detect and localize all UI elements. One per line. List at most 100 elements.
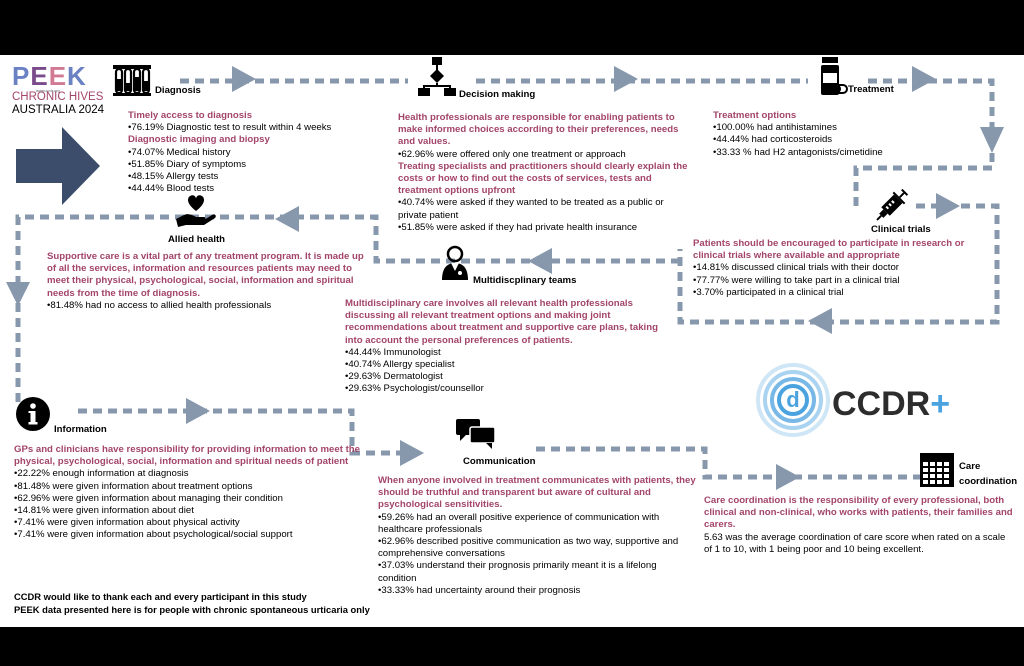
arrow-right-2 xyxy=(614,66,638,92)
stat-item: •51.85% Diary of symptoms xyxy=(128,158,246,170)
arrow-right-7 xyxy=(776,464,800,490)
stage-label-communication: Communication xyxy=(463,456,536,467)
stat-item: •14.81% were given information about die… xyxy=(14,505,194,517)
section-heading: treatment options upfront xyxy=(398,185,516,197)
start-arrow xyxy=(16,127,100,205)
peek-wordmark: PEEK xyxy=(12,63,104,89)
care-coordination-text: Care coordination is the responsibility … xyxy=(704,495,1016,556)
stat-item: •76.19% Diagnostic test to result within… xyxy=(128,122,332,134)
stat-item: condition xyxy=(378,572,417,584)
section-heading: recommendations about treatment and supp… xyxy=(345,322,658,334)
section-heading: and values. xyxy=(398,136,451,148)
section-heading: discussing all relevant treatment option… xyxy=(345,310,611,322)
peek-site: www.ccdr.org xyxy=(36,88,60,93)
stat-item: 5.63 was the average coordination of car… xyxy=(704,531,1006,543)
stat-item: •29.63% Dermatologist xyxy=(345,371,443,383)
section-heading: Patients should be encouraged to partici… xyxy=(693,238,965,249)
infographic-canvas: PEEK www.ccdr.org CHRONIC HIVES AUSTRALI… xyxy=(0,55,1024,627)
clinical-trials-text: Patients should be encouraged to partici… xyxy=(693,238,993,299)
stat-item: •77.77% were willing to take part in a c… xyxy=(693,274,900,286)
flowchart-icon xyxy=(418,57,456,96)
stat-item: •40.74% Allergy specialist xyxy=(345,359,455,371)
stage-label-information: Information xyxy=(54,424,107,435)
stat-item: •44.44% Immunologist xyxy=(345,346,441,358)
ccdr-logo-mark: d xyxy=(756,363,830,437)
stat-item: •7.41% were given information about phys… xyxy=(14,517,240,529)
arrow-right-4 xyxy=(936,193,960,219)
peek-subtitle-chronic-hives: CHRONIC HIVES xyxy=(12,91,104,103)
decision-making-text: Health professionals are responsible for… xyxy=(398,112,688,234)
section-heading: of all the services, information and res… xyxy=(47,263,352,275)
peek-letter: K xyxy=(67,61,87,91)
section-heading: Care coordination is the responsibility … xyxy=(704,495,1005,506)
stat-item: •44.44% Blood tests xyxy=(128,183,215,195)
stat-item: •62.96% were offered only one treatment … xyxy=(398,148,626,160)
stat-item: •81.48% were given information about tre… xyxy=(14,480,253,492)
arrow-right-3 xyxy=(912,66,936,92)
stat-item: •33.33 % had H2 antagonists/cimetidine xyxy=(713,146,883,158)
arrow-left-3 xyxy=(275,206,299,232)
ccdr-wordmark: CCDR+ xyxy=(832,385,950,424)
stat-item: •100.00% had antihistamines xyxy=(713,122,837,134)
section-heading: Supportive care is a vital part of any t… xyxy=(47,251,364,262)
ccdr-mark-letter: d xyxy=(786,387,799,412)
footer-thanks: CCDR would like to thank each and every … xyxy=(14,591,307,602)
stage-label-decision-making: Decision making xyxy=(459,89,536,100)
section-heading: clinical trials where available and appr… xyxy=(693,250,900,262)
peek-subtitle-australia: AUSTRALIA 2024 xyxy=(12,104,105,116)
stat-item: •33.33% had uncertainty around their pro… xyxy=(378,584,581,596)
stat-item: •7.41% were given information about psyc… xyxy=(14,529,293,541)
stage-label-multidisciplinary: Multidiscplinary teams xyxy=(473,275,577,286)
stage-label-clinical-trials: Clinical trials xyxy=(871,224,931,235)
section-heading: Multidisciplinary care involves all rele… xyxy=(345,298,633,309)
information-text: GPs and clinicians have responsibility f… xyxy=(14,444,364,542)
stage-label-care-coordination: Care coordination xyxy=(959,459,1017,489)
stat-item: •3.70% participated in a clinical trial xyxy=(693,286,844,298)
stat-item: •40.74% were asked if they wanted to be … xyxy=(398,197,664,209)
process-flow xyxy=(6,66,1004,490)
dashed-path xyxy=(15,78,1000,480)
doctor-icon xyxy=(442,245,468,280)
stat-item: •44.44% had corticosteroids xyxy=(713,134,833,146)
section-heading: into account the personal preferences of… xyxy=(345,334,573,346)
diagnosis-text: Timely access to diagnosis•76.19% Diagno… xyxy=(128,110,368,195)
pill-bottle-icon xyxy=(821,57,848,95)
stat-item: •59.26% had an overall positive experien… xyxy=(378,511,660,523)
test-tubes-icon xyxy=(113,65,151,96)
arrow-right-6 xyxy=(400,440,424,466)
info-icon xyxy=(16,397,50,431)
care-label-line: Care xyxy=(959,461,981,472)
speech-bubbles-icon xyxy=(456,419,496,449)
stage-label-diagnosis: Diagnosis xyxy=(155,85,201,96)
section-heading: Diagnostic imaging and biopsy xyxy=(128,134,270,146)
stat-item: •62.96% were given information about man… xyxy=(14,492,283,504)
section-heading: Health professionals are responsible for… xyxy=(398,112,675,123)
section-heading: make informed choices according to their… xyxy=(398,124,679,136)
section-heading: clinical and non-clinical, who works wit… xyxy=(704,507,1013,519)
section-heading: GPs and clinicians have responsibility f… xyxy=(14,444,360,455)
ccdr-plus: + xyxy=(930,385,951,423)
peek-letter: E xyxy=(48,61,68,91)
peek-letter: P xyxy=(12,61,31,91)
care-label-line: coordination xyxy=(959,476,1018,487)
stage-label-treatment: Treatment xyxy=(848,84,894,95)
section-heading: Timely access to diagnosis xyxy=(128,110,253,121)
treatment-text: Treatment options•100.00% had antihistam… xyxy=(713,110,933,159)
section-heading: psychological sensitivities. xyxy=(378,499,503,511)
section-heading: physical, psychological, social, informa… xyxy=(14,456,349,468)
stage-label-allied-health: Allied health xyxy=(168,234,226,245)
communication-text: When anyone involved in treatment commun… xyxy=(378,475,708,597)
calendar-icon xyxy=(920,453,954,487)
allied-health-text: Supportive care is a vital part of any t… xyxy=(47,251,387,312)
stat-item: •74.07% Medical history xyxy=(128,146,231,158)
heart-hand-icon xyxy=(176,195,216,227)
arrow-down-1 xyxy=(980,127,1004,153)
ccdr-name: CCDR xyxy=(832,385,931,423)
stat-item: healthcare professionals xyxy=(378,523,482,535)
stat-item: •62.96% described positive communication… xyxy=(378,536,679,548)
arrow-left-1 xyxy=(808,308,832,334)
stat-item: •37.03% understand their prognosis prima… xyxy=(378,560,657,572)
arrow-down-2 xyxy=(6,282,30,306)
stat-item: comprehensive conversations xyxy=(378,548,505,560)
stat-item: private patient xyxy=(398,209,459,221)
